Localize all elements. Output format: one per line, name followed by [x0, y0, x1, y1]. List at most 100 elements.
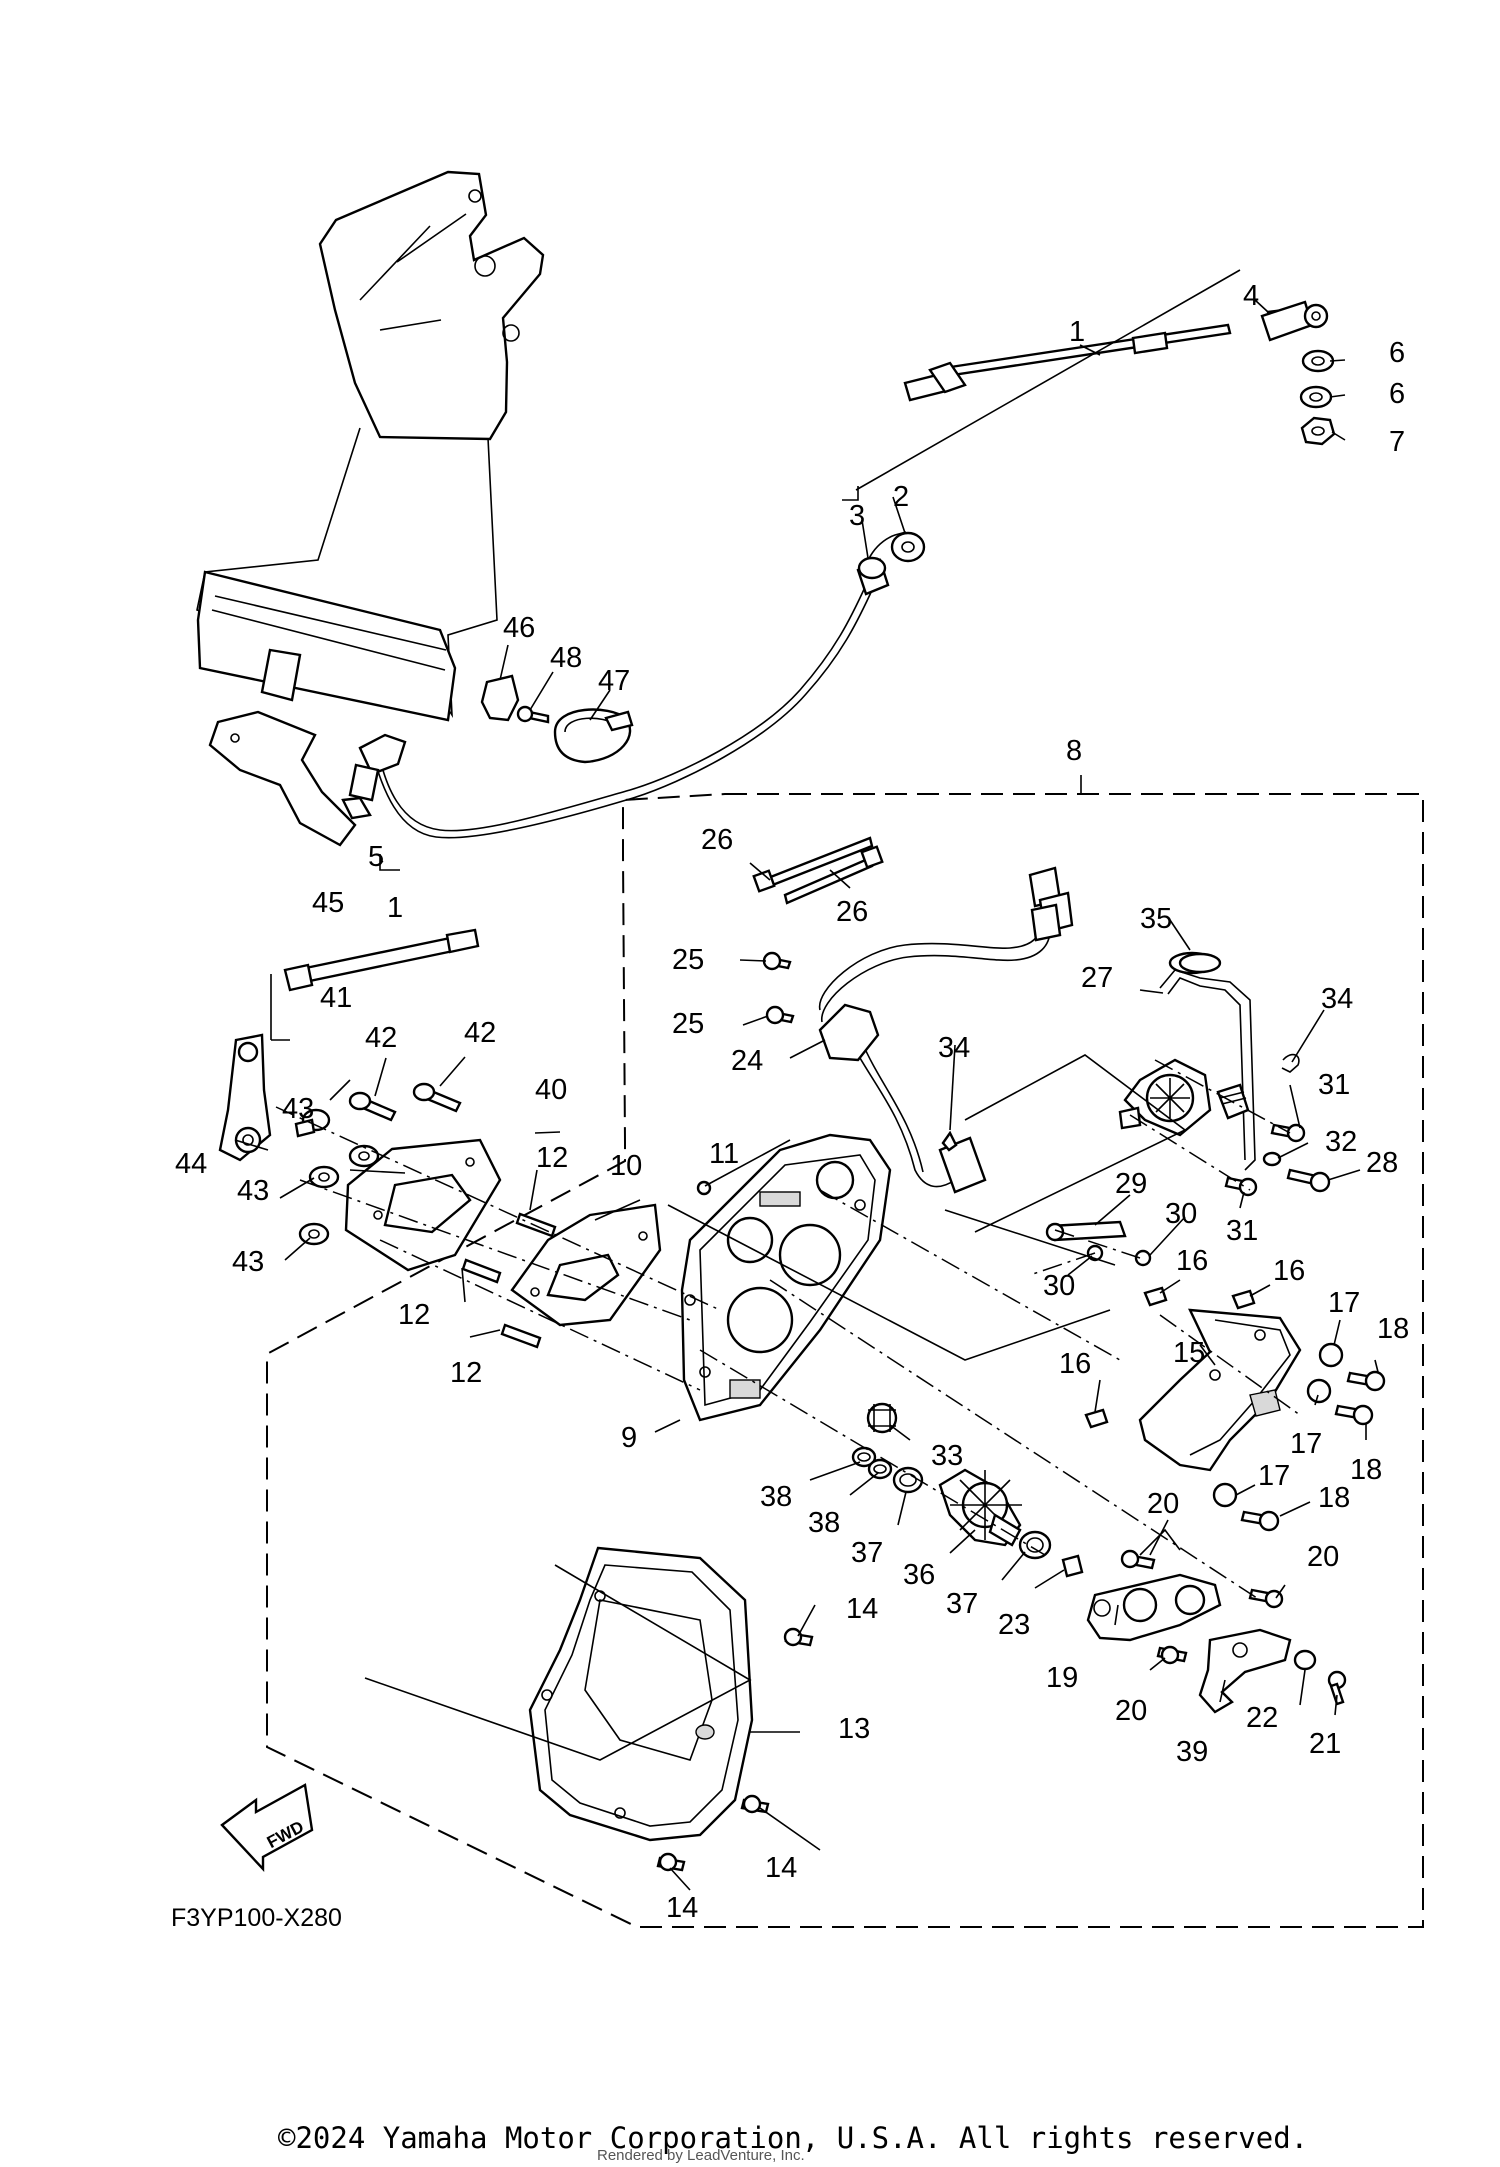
screw [740, 1794, 770, 1814]
callout-8: 8 [1066, 735, 1082, 767]
assembly-group-frame [266, 793, 1424, 1928]
stud-bolt [348, 1091, 397, 1122]
callout-41: 41 [320, 982, 352, 1014]
lever-assembly [1198, 1628, 1292, 1714]
clip [480, 674, 520, 722]
fwd-arrow-icon: FWD [220, 1783, 314, 1873]
callout-30b: 30 [1043, 1270, 1075, 1302]
callout-4: 4 [1243, 280, 1259, 312]
callout-6a: 6 [1389, 337, 1405, 369]
assembly-line [275, 1106, 721, 1391]
callout-34a: 34 [1321, 983, 1353, 1015]
callout-31b: 31 [1226, 1215, 1258, 1247]
small-gear [866, 1402, 898, 1434]
grommet [1306, 1378, 1332, 1404]
bolt [1248, 1588, 1284, 1609]
callout-21: 21 [1309, 1728, 1341, 1760]
callout-2: 2 [893, 481, 909, 513]
callout-36: 36 [903, 1559, 935, 1591]
callout-42b: 42 [464, 1017, 496, 1049]
bolt [1346, 1370, 1386, 1392]
callout-20b: 20 [1307, 1541, 1339, 1573]
bolt [1156, 1645, 1188, 1665]
pin [1231, 1289, 1256, 1310]
callout-12c: 12 [450, 1357, 482, 1389]
callout-17b: 17 [1290, 1428, 1322, 1460]
callout-12b: 12 [398, 1299, 430, 1331]
callout-46: 46 [503, 612, 535, 644]
screw [1134, 1249, 1152, 1267]
leader-frame [667, 1204, 1116, 1361]
leader-frame [364, 1564, 752, 1761]
callout-17a: 17 [1328, 1287, 1360, 1319]
callout-43b: 43 [237, 1175, 269, 1207]
cable-washer [890, 531, 926, 563]
gasket [510, 1203, 662, 1327]
cable-tie [752, 836, 874, 893]
callout-29: 29 [1115, 1168, 1147, 1200]
callout-17c: 17 [1258, 1460, 1290, 1492]
callout-5: 5 [368, 841, 384, 873]
callout-10: 10 [610, 1150, 642, 1182]
stud-bolt [461, 1258, 502, 1284]
callout-31a: 31 [1318, 1069, 1350, 1101]
callout-22: 22 [1246, 1702, 1278, 1734]
callout-43a: 43 [282, 1093, 314, 1125]
screw [762, 951, 792, 971]
bolt [1334, 1404, 1374, 1426]
callout-16b: 16 [1273, 1255, 1305, 1287]
assembly-line [1029, 1229, 1141, 1276]
callout-18c: 18 [1318, 1482, 1350, 1514]
callout-28: 28 [1366, 1147, 1398, 1179]
clip [1281, 1053, 1300, 1073]
callout-30a: 30 [1165, 1198, 1197, 1230]
washer [1299, 385, 1333, 409]
cable-joint [1260, 300, 1329, 342]
callout-40: 40 [535, 1074, 567, 1106]
cable-tie [783, 845, 884, 905]
grommet [1318, 1342, 1344, 1368]
nut [298, 1222, 330, 1246]
housing-cover [528, 1546, 754, 1842]
callout-34b: 34 [938, 1032, 970, 1064]
cable-seal [856, 556, 890, 596]
steering-column [196, 170, 545, 847]
callout-44: 44 [175, 1148, 207, 1180]
gear-housing [680, 1133, 892, 1422]
washer [1301, 349, 1335, 373]
callout-26b: 26 [836, 896, 868, 928]
bolt [516, 705, 550, 724]
nut [1300, 416, 1336, 446]
callout-18a: 18 [1377, 1313, 1409, 1345]
o-ring [851, 1446, 877, 1468]
callout-23: 23 [998, 1609, 1030, 1641]
callout-24: 24 [731, 1045, 763, 1077]
o-ring [1178, 952, 1222, 974]
callout-12a: 12 [536, 1142, 568, 1174]
nut [348, 1144, 380, 1168]
callout-48: 48 [550, 642, 582, 674]
steering-cable [341, 306, 1308, 839]
leader-frame [1139, 1528, 1181, 1556]
shift-rod [283, 928, 480, 992]
cable-band [553, 708, 634, 764]
callout-6b: 6 [1389, 378, 1405, 410]
bolt [294, 1108, 331, 1138]
callout-45: 45 [312, 887, 344, 919]
motor-bracket [1118, 951, 1256, 1171]
callout-15: 15 [1173, 1337, 1205, 1369]
callout-3: 3 [849, 500, 865, 532]
nut [308, 1165, 340, 1189]
callout-47: 47 [598, 665, 630, 697]
callout-18b: 18 [1350, 1454, 1382, 1486]
callout-38b: 38 [808, 1507, 840, 1539]
callout-20c: 20 [1115, 1695, 1147, 1727]
bolt [1240, 1510, 1280, 1532]
callout-7: 7 [1389, 426, 1405, 458]
bolt [1120, 1549, 1156, 1570]
pin [1084, 1408, 1109, 1429]
callout-39: 39 [1176, 1736, 1208, 1768]
copyright-notice: ©2024 Yamaha Motor Corporation, U.S.A. A… [278, 2121, 1309, 2155]
callout-9: 9 [621, 1422, 637, 1454]
cam-plate [1086, 1573, 1222, 1642]
